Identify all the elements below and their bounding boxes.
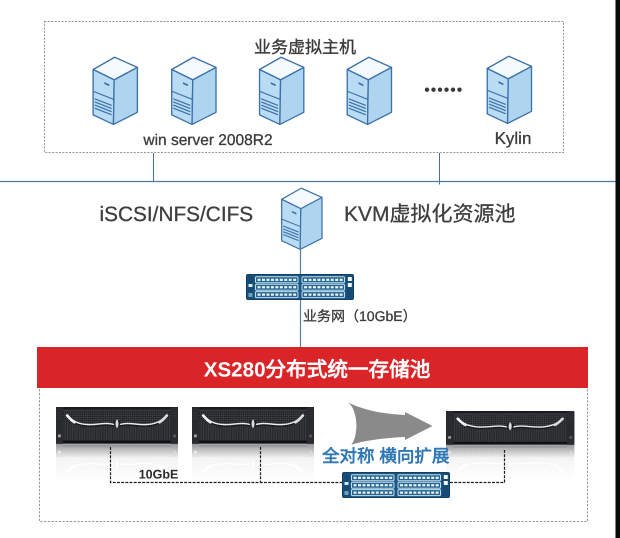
svg-text:Kylin: Kylin [495,129,532,148]
svg-text:KVM虚拟化资源池: KVM虚拟化资源池 [344,203,516,226]
svg-text:iSCSI/NFS/CIFS: iSCSI/NFS/CIFS [100,203,254,226]
svg-text:业务网（10GbE）: 业务网（10GbE） [303,308,417,324]
svg-text:业务虚拟主机: 业务虚拟主机 [254,38,356,57]
svg-text:win server 2008R2: win server 2008R2 [142,132,272,149]
svg-text:全对称 横向扩展: 全对称 横向扩展 [321,446,450,466]
svg-text:XS280分布式统一存储池: XS280分布式统一存储池 [204,359,431,382]
svg-text:10GbE: 10GbE [139,468,179,482]
